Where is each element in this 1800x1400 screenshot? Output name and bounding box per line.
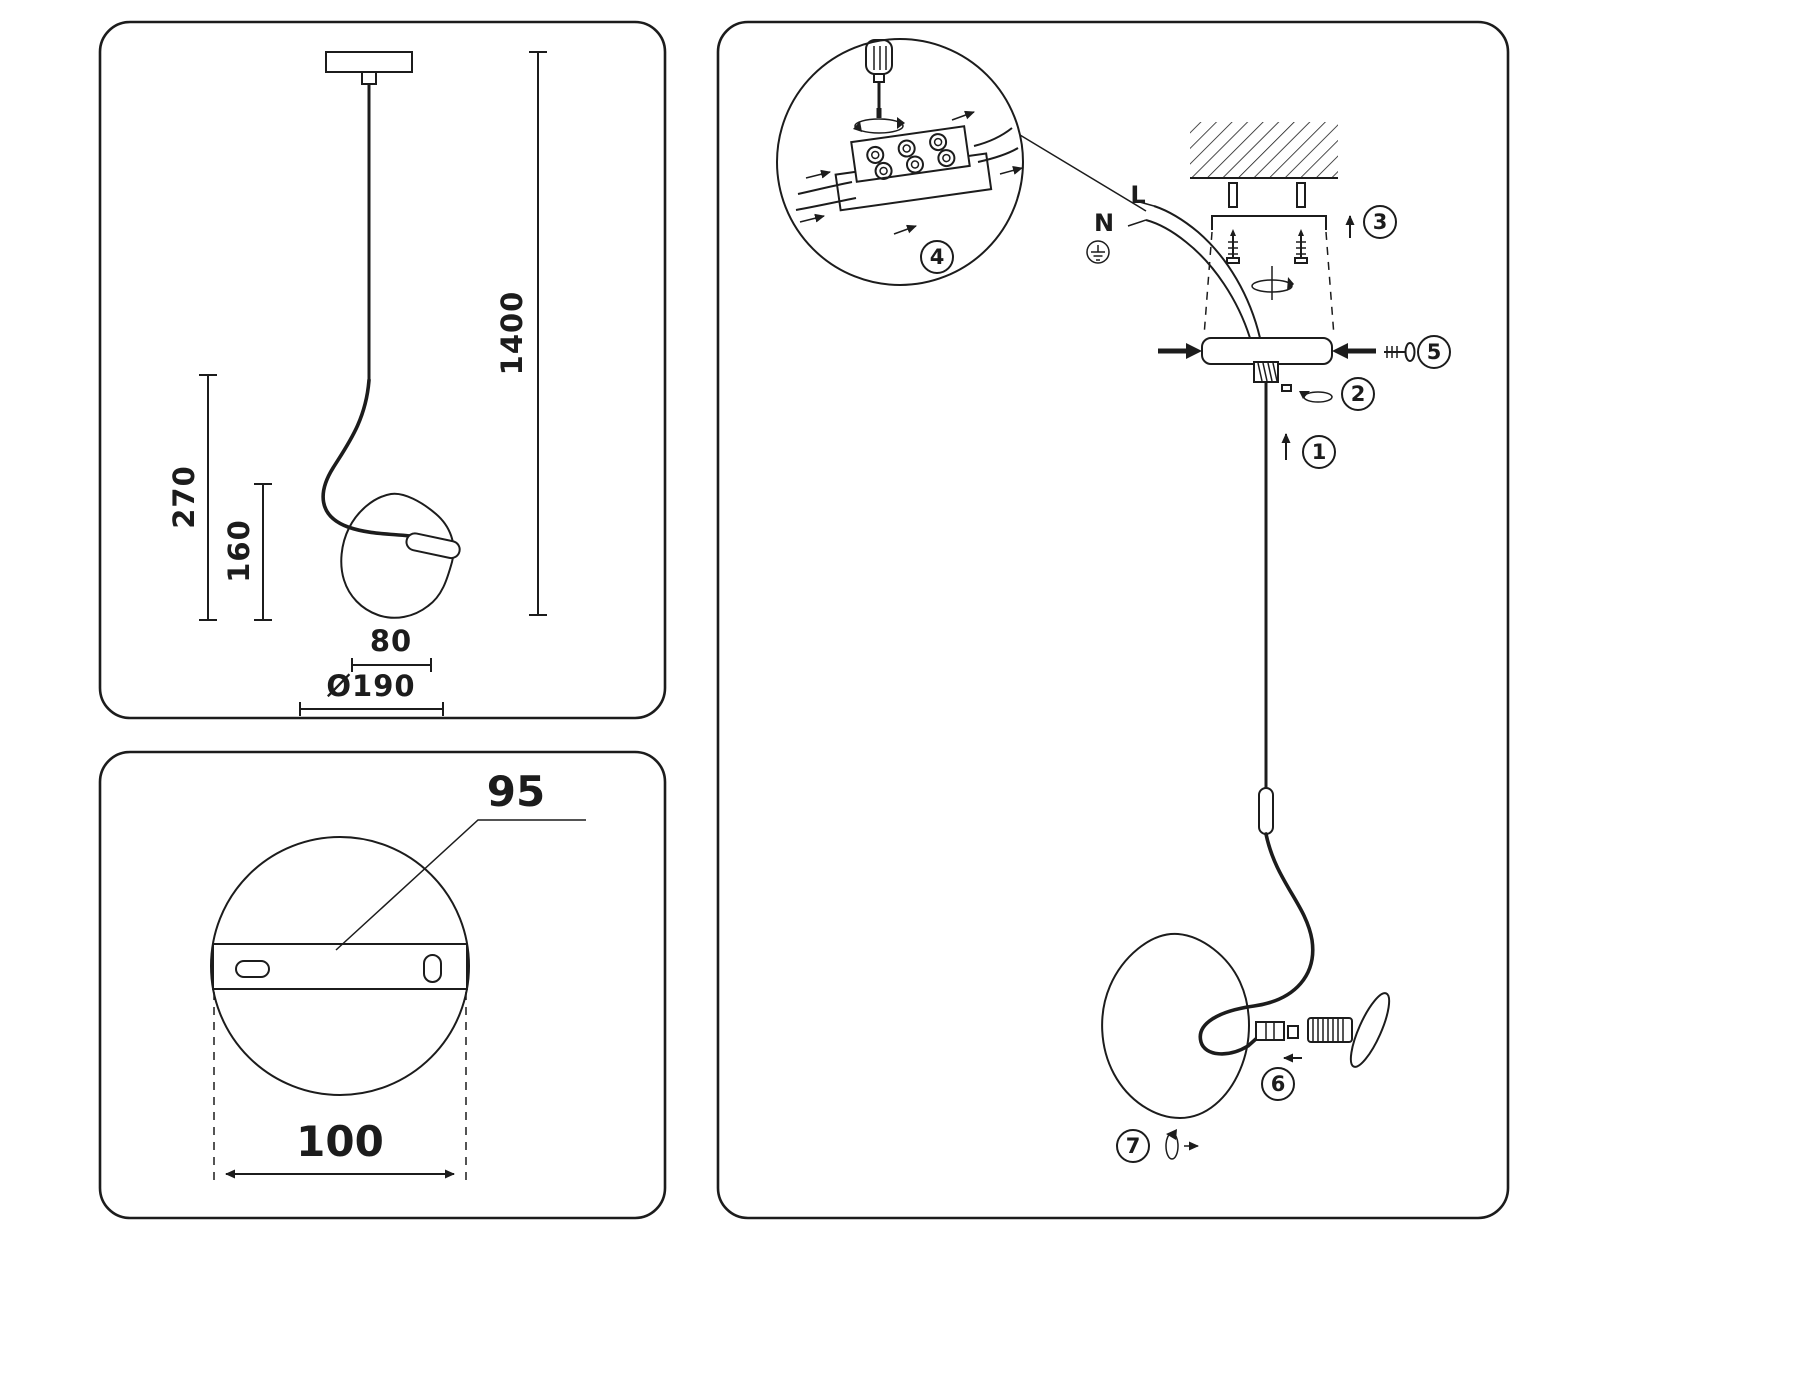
step-marker-5: 5 xyxy=(1417,335,1451,369)
step-number: 6 xyxy=(1271,1072,1286,1096)
step-marker-4: 4 xyxy=(920,240,954,274)
screw-icon xyxy=(1226,229,1240,264)
step-marker-2: 2 xyxy=(1341,377,1375,411)
screwdriver-icon xyxy=(853,39,905,134)
wall-plug xyxy=(1228,182,1238,208)
detail-wires xyxy=(795,110,1023,235)
dim-shade-drop: 160 xyxy=(222,483,272,621)
ceiling-section xyxy=(1190,122,1338,208)
mains-wires: N L xyxy=(1086,181,1261,339)
wiring-detail-magnifier xyxy=(776,38,1147,286)
lamp-holder-parts xyxy=(1255,992,1391,1068)
holder-connector xyxy=(1255,1021,1285,1041)
wire-label-live: L xyxy=(1130,181,1145,209)
step-marker-3: 3 xyxy=(1363,205,1397,239)
bracket-hole xyxy=(423,954,442,983)
panel-border xyxy=(716,20,1510,1220)
dim-swirl-drop: 270 xyxy=(167,374,217,621)
dim-label-1400: 1400 xyxy=(495,291,529,376)
wall-plug xyxy=(1296,182,1306,208)
screw-side-icon xyxy=(1384,342,1416,362)
swirl-arm xyxy=(1198,832,1315,1056)
cable-sleeve xyxy=(1258,787,1274,835)
step-marker-1: 1 xyxy=(1302,435,1336,469)
screw-icon xyxy=(1294,229,1308,264)
pendant-dimension-panel: 1400 270 160 80 Ø190 xyxy=(98,20,667,720)
ceiling-canopy xyxy=(325,51,413,73)
lamp-holder xyxy=(405,532,461,560)
terminal-block xyxy=(834,125,993,212)
dim-label-d190: Ø190 xyxy=(326,669,415,703)
step-number: 5 xyxy=(1427,340,1442,364)
rotate-icon xyxy=(1165,1129,1199,1160)
step-number: 4 xyxy=(930,245,945,269)
step-number: 3 xyxy=(1373,210,1388,234)
dim-label-160: 160 xyxy=(222,519,256,583)
ground-icon xyxy=(1086,240,1110,264)
wire-label-neutral: N xyxy=(1094,209,1114,237)
dim-overall-drop: 1400 xyxy=(495,51,547,616)
canopy-plate xyxy=(210,836,470,1096)
step-marker-7: 7 xyxy=(1116,1129,1150,1163)
dim-slot-spacing: 95 xyxy=(335,767,586,951)
dim-label-100: 100 xyxy=(296,1117,384,1166)
rotate-icon xyxy=(1299,391,1333,403)
canopy-neck xyxy=(361,71,377,85)
arrow-left-icon xyxy=(1332,343,1376,359)
mounting-bar xyxy=(1211,215,1327,230)
canopy-dimension-panel: 95 100 xyxy=(98,750,667,1220)
dim-holder-width: 80 xyxy=(351,624,432,672)
panel-border xyxy=(98,20,667,720)
installation-panel: N L xyxy=(716,20,1510,1220)
step-number: 1 xyxy=(1312,440,1327,464)
step-marker-6: 6 xyxy=(1261,1067,1295,1101)
dim-label-270: 270 xyxy=(167,465,201,529)
diffuser-disc xyxy=(1349,992,1391,1068)
step-number: 2 xyxy=(1351,382,1366,406)
pendant-lamp-drawing xyxy=(321,51,461,619)
dim-label-80: 80 xyxy=(370,624,412,658)
swirl-arm xyxy=(321,378,444,548)
dim-canopy-width: 100 xyxy=(213,992,467,1180)
stone-shade xyxy=(340,492,455,619)
dim-shade-diameter: Ø190 xyxy=(299,669,444,716)
mounting-bar-assembly xyxy=(1203,215,1355,337)
set-screw xyxy=(1281,384,1292,392)
threaded-stud xyxy=(1307,1017,1353,1043)
holder-spacer xyxy=(1287,1025,1299,1039)
canopy-body xyxy=(1201,337,1333,365)
dim-label-95: 95 xyxy=(487,767,545,816)
bracket-slot xyxy=(235,960,270,978)
arrow-right-icon xyxy=(1158,343,1202,359)
hanging-lamp xyxy=(1101,382,1391,1160)
cable-gland xyxy=(1253,361,1279,383)
rotate-icon xyxy=(1251,266,1294,300)
step-number: 7 xyxy=(1126,1134,1141,1158)
stone-shade xyxy=(1101,932,1250,1120)
